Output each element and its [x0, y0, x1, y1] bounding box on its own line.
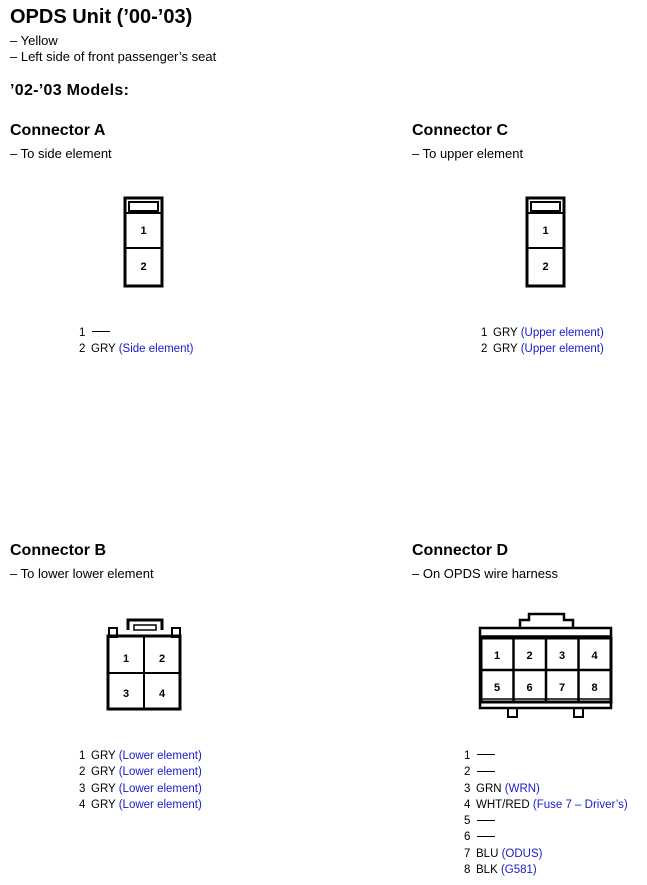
pin-label: 8: [591, 682, 597, 694]
no-wire-dash: [92, 331, 110, 333]
connector-c-diagram: 1 2: [525, 196, 566, 288]
connector-d-desc: – On OPDS wire harness: [412, 566, 558, 581]
pin-label: 2: [159, 653, 165, 665]
pin-row: 2: [464, 764, 628, 780]
connector-b-desc: – To lower lower element: [10, 566, 154, 581]
pin-row: 1: [464, 748, 628, 764]
models-heading: ’02-’03 Models:: [10, 82, 130, 99]
connector-b-title: Connector B: [10, 542, 106, 559]
pin-label: 5: [494, 682, 500, 694]
connector-d-title: Connector D: [412, 542, 508, 559]
connector-c-title: Connector C: [412, 122, 508, 139]
no-wire-dash: [477, 754, 495, 756]
connector-a-diagram: 1 2: [123, 196, 164, 288]
pin-row: 6: [464, 829, 628, 845]
pin-label: 1: [542, 225, 548, 237]
no-wire-dash: [477, 819, 495, 821]
pin-label: 1: [123, 653, 129, 665]
unit-color-note: – Yellow: [10, 33, 58, 48]
pin-label: 6: [526, 682, 532, 694]
connector-b-diagram: 1 2 3 4: [106, 618, 182, 711]
pin-label: 2: [542, 261, 548, 273]
pin-label: 3: [123, 688, 129, 700]
connector-a-desc: – To side element: [10, 146, 112, 161]
connector-a-title: Connector A: [10, 122, 106, 139]
pin-label: 4: [159, 688, 166, 700]
pin-label: 4: [591, 650, 598, 662]
pin-label: 1: [494, 650, 500, 662]
unit-location-note: – Left side of front passenger’s seat: [10, 49, 217, 64]
pin-label: 2: [526, 650, 532, 662]
pin-row: 1: [79, 325, 194, 341]
pin-row: 5: [464, 813, 628, 829]
connector-d-diagram: 1 2 3 4 5 6 7 8: [478, 612, 613, 718]
connector-c-desc: – To upper element: [412, 146, 524, 161]
pin-label: 1: [140, 225, 146, 237]
no-wire-dash: [477, 835, 495, 837]
no-wire-dash: [477, 770, 495, 772]
pin-label: 2: [140, 261, 146, 273]
pin-label: 3: [559, 650, 565, 662]
pin-label: 7: [559, 682, 565, 694]
page-title: OPDS Unit (’00-’03): [10, 6, 193, 28]
